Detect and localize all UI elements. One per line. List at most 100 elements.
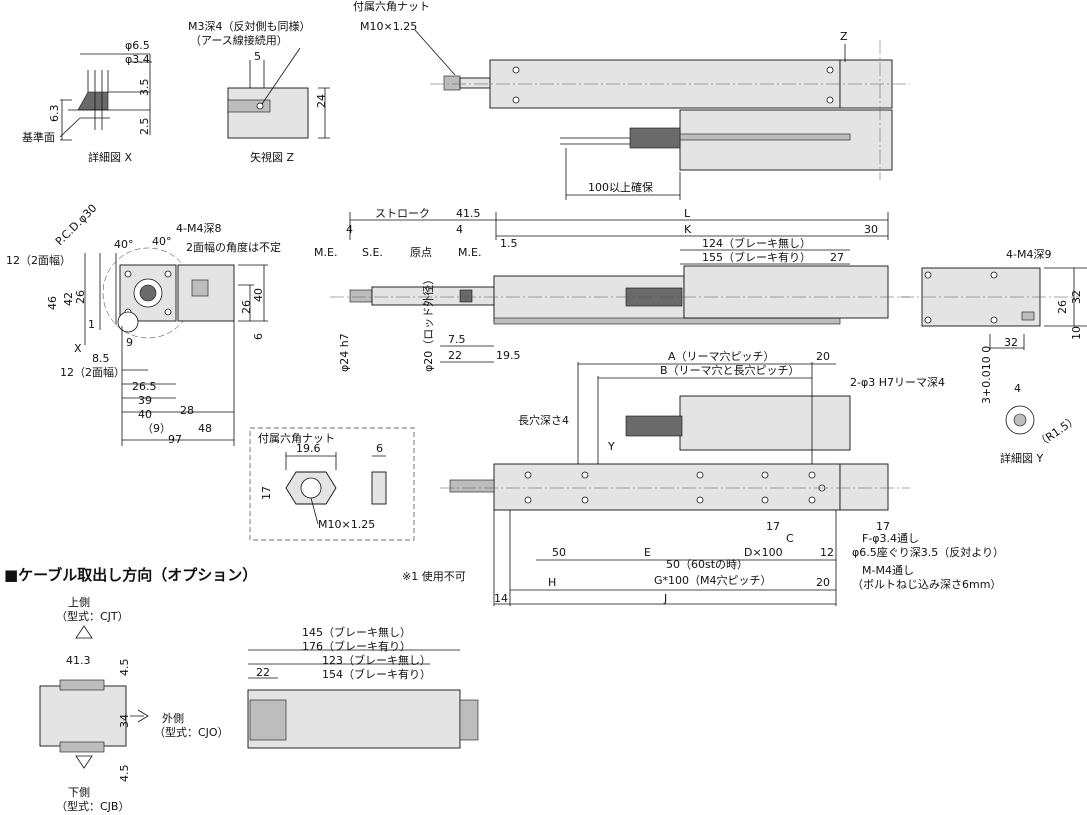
cable-down: 下側 [68, 786, 90, 799]
side-d20: φ20（ロッド外径） [422, 274, 435, 372]
side-me2: M.E. [458, 246, 481, 259]
front-view: P.C.D.φ30 40° 40° 4-M4深8 2面幅の角度は不定 12（2面… [6, 202, 281, 446]
plan-holes [524, 471, 826, 504]
front-42: 42 [62, 292, 75, 306]
front-85: 8.5 [92, 352, 110, 365]
front-pcd: P.C.D.φ30 [53, 202, 100, 249]
side-4b: 4 [456, 223, 463, 236]
cable-option: ■ケーブル取出し方向（オプション） 上側 （型式：CJT） 外側 （型式：CJO… [4, 566, 479, 813]
cable-154: 154（ブレーキ有り） [322, 667, 431, 681]
nut-title: 付属六角ナット [258, 432, 335, 445]
detail-y-caption: 詳細図 Y [1000, 451, 1043, 465]
front-40-right: 40 [252, 288, 265, 302]
nut-detail: 付属六角ナット 19.6 6 17 M10×1.25 [249, 427, 415, 541]
detail-x-35: 3.5 [138, 79, 151, 97]
detail-y-r15: （R1.5） [1034, 413, 1080, 451]
cable-45a: 4.5 [118, 659, 131, 677]
cable-34: 34 [118, 714, 131, 728]
plan-Dx: D×100 [744, 546, 783, 559]
detail-x-caption: 詳細図 X [88, 150, 132, 164]
plan-B: B（リーマ穴と長穴ピッチ） [660, 363, 800, 377]
plan-view: A（リーマ穴ピッチ） B（リーマ穴と長穴ピッチ） 20 2-φ3 H7リーマ深4… [402, 349, 1004, 606]
view-z-5: 5 [254, 50, 261, 63]
side-K: K [684, 223, 692, 236]
front-39: 39 [138, 394, 152, 407]
plan-motor [679, 395, 851, 451]
nut-196: 19.6 [296, 442, 321, 455]
plan-M: M-M4通し [862, 564, 914, 577]
nut-thread: M10×1.25 [318, 518, 375, 531]
front-angle-b: 40° [152, 235, 172, 248]
detail-y: 3+0.010 0 4 （R1.5） 詳細図 Y [980, 346, 1080, 465]
plan-M2: （ボルトねじ込み深さ6mm） [852, 578, 1001, 591]
front-6: 6 [252, 333, 265, 340]
side-155: 155（ブレーキ有り） [702, 250, 811, 264]
side-75: 7.5 [448, 333, 466, 346]
front-angle-a: 40° [114, 238, 134, 251]
view-z: M3深4（反対側も同様） （アース線接続用） 5 24 矢視図 Z [188, 19, 330, 164]
plan-12: 12 [820, 546, 834, 559]
front-m4: 4-M4深8 [176, 222, 221, 235]
plan-C: C [786, 532, 794, 545]
plan-slot: 長穴深さ4 [518, 413, 569, 427]
cable-145: 145（ブレーキ無し） [302, 625, 411, 639]
front-x: X [74, 342, 82, 355]
detail-y-tol: 3+0.010 0 [980, 346, 993, 404]
front-26: 26 [74, 290, 87, 304]
side-415: 41.5 [456, 207, 481, 220]
nut-17: 17 [260, 486, 273, 500]
cable-out: 外側 [162, 712, 184, 725]
front-9p: （9） [142, 422, 171, 435]
side-124: 124（ブレーキ無し） [702, 236, 811, 250]
cable-22: 22 [256, 666, 270, 679]
top-view: 付属六角ナット M10×1.25 Z 100以上確保 [353, 0, 910, 200]
plan-E: E [644, 546, 651, 559]
side-195: 19.5 [496, 349, 521, 362]
side-motor [683, 265, 889, 319]
nut-6: 6 [376, 442, 383, 455]
cable-413: 41.3 [66, 654, 91, 667]
plan-20a: 20 [816, 350, 830, 363]
view-z-24: 24 [315, 94, 328, 108]
side-origin: 原点 [410, 246, 432, 259]
side-d24: φ24 h7 [338, 333, 351, 372]
detail-y-4: 4 [1014, 382, 1021, 395]
end-26: 26 [1056, 300, 1069, 314]
view-z-body [227, 87, 309, 139]
detail-x-d65: φ6.5 [125, 39, 150, 52]
top-nut-title: 付属六角ナット [353, 0, 430, 13]
plan-H: H [548, 576, 556, 589]
side-se: S.E. [362, 246, 383, 259]
detail-x-ref-face: 基準面 [22, 130, 55, 144]
plan-14: 14 [494, 592, 508, 605]
plan-A: A（リーマ穴ピッチ） [668, 349, 775, 363]
front-26-right: 26 [240, 300, 253, 314]
plan-reamer: 2-φ3 H7リーマ深4 [850, 376, 945, 389]
front-46: 46 [46, 296, 59, 310]
side-4a: 4 [346, 223, 353, 236]
front-1: 1 [88, 318, 95, 331]
plan-50: 50 [552, 546, 566, 559]
front-28: 28 [180, 404, 194, 417]
front-97: 97 [168, 433, 182, 446]
cable-176: 176（ブレーキ有り） [302, 639, 411, 653]
cable-up-type: （型式：CJT） [56, 609, 129, 623]
detail-x-63: 6.3 [48, 105, 61, 123]
cable-123: 123（ブレーキ無し） [322, 653, 431, 667]
front-angle-note: 2面幅の角度は不定 [186, 240, 281, 254]
end-10: 10 [1070, 326, 1083, 340]
plan-F2: φ6.5座ぐり深3.5（反対より） [852, 545, 1004, 559]
cable-45b: 4.5 [118, 765, 131, 783]
front-w12a: 12（2面幅） [6, 254, 71, 267]
side-30: 30 [864, 223, 878, 236]
side-me1: M.E. [314, 246, 337, 259]
side-view: ストローク 41.5 L K 30 4 4 M.E. S.E. 原点 M.E. … [314, 207, 910, 372]
top-cable-length: 100以上確保 [588, 180, 653, 194]
plan-17b: 17 [876, 520, 890, 533]
plan-20b: 20 [816, 576, 830, 589]
plan-F: F-φ3.4通し [862, 532, 919, 545]
cable-heading: ■ケーブル取出し方向（オプション） [4, 566, 257, 584]
plan-note1: ※1 使用不可 [402, 570, 466, 583]
plan-J: J [663, 592, 667, 605]
